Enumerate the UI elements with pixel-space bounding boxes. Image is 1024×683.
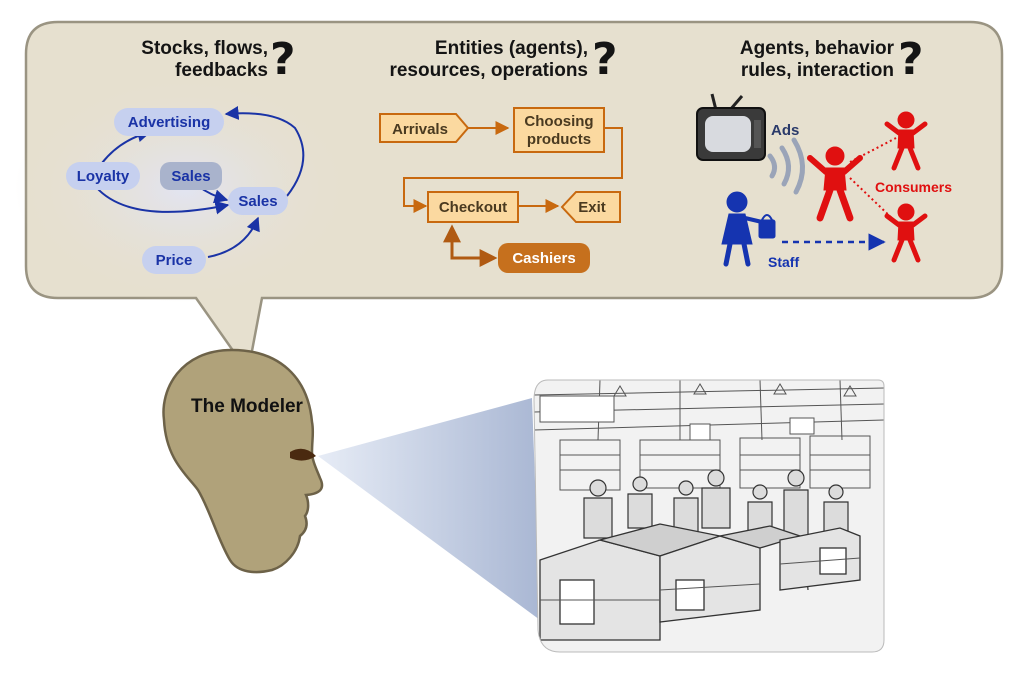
staff-agent — [721, 191, 776, 267]
choosing-label-1: Choosing — [524, 113, 593, 130]
sd-header: Stocks, flows, feedbacks — [96, 38, 268, 82]
sd-header-line2: feedbacks — [175, 60, 268, 81]
consumer-agent-bottom — [884, 203, 928, 263]
arrow-checkout-cashiers — [443, 224, 498, 267]
sales-stock-inner — [160, 162, 222, 190]
modeler-label: The Modeler — [191, 396, 304, 417]
price-label: Price — [156, 252, 193, 269]
de-header-line2: resources, operations — [389, 60, 588, 81]
link-consumer-bottom — [849, 177, 897, 223]
arrivals-block — [379, 113, 470, 143]
cashiers-resource — [498, 243, 590, 273]
ab-header-line2: rules, interaction — [740, 60, 894, 81]
ab-header: Agents, behavior rules, interaction — [700, 38, 894, 82]
choosing-label-2: products — [527, 131, 591, 148]
staff-label: Staff — [768, 254, 799, 270]
sales-node — [228, 187, 288, 215]
cashiers-label: Cashiers — [512, 250, 575, 267]
de-question-icon: ? — [592, 34, 618, 85]
arrivals-label: Arrivals — [392, 121, 448, 138]
link-consumer-top — [849, 137, 897, 163]
de-header-line1: Entities (agents), — [434, 38, 588, 59]
sd-header-line1: Stocks, flows, — [141, 38, 268, 59]
loyalty-node — [66, 162, 140, 190]
discrete-event-diagram: Arrivals Choosing products Checkout Exit… — [379, 107, 623, 273]
checkout-block — [427, 191, 519, 223]
system-dynamics-diagram: Advertising Loyalty Sales Sales Price — [15, 73, 355, 303]
ab-header-line1: Agents, behavior — [739, 38, 894, 59]
tv-icon — [696, 93, 766, 161]
advertising-node — [114, 108, 224, 136]
consumer-agent-top — [884, 111, 928, 171]
arrow-sales-advertising — [224, 106, 305, 197]
eye-icon — [290, 448, 316, 461]
price-node — [142, 246, 206, 274]
exit-label: Exit — [578, 199, 606, 216]
de-header: Entities (agents), resources, operations — [356, 38, 588, 82]
sales-outer-label: Sales — [238, 193, 277, 210]
view-beam — [318, 398, 540, 620]
ab-question-icon: ? — [898, 34, 924, 85]
arrow-loyalty-sales — [95, 186, 230, 215]
arrow-price-sales — [207, 216, 260, 258]
supermarket-scene — [534, 380, 884, 652]
checkout-label: Checkout — [439, 199, 507, 216]
ads-label: Ads — [771, 122, 799, 139]
consumer-agent-main — [807, 146, 863, 222]
loyalty-label: Loyalty — [77, 168, 130, 185]
consumers-label: Consumers — [875, 179, 952, 195]
supermarket-frame — [533, 379, 885, 653]
arrow-choosing-checkout — [403, 127, 623, 213]
sd-question-icon: ? — [270, 34, 296, 85]
exit-block — [560, 191, 621, 223]
choosing-products-block — [513, 107, 605, 153]
advertising-label: Advertising — [128, 114, 211, 131]
modeler-head — [162, 348, 324, 574]
sales-inner-label: Sales — [171, 168, 210, 185]
broadcast-signal-icon — [767, 137, 805, 195]
agent-based-diagram: Ads — [696, 93, 952, 270]
